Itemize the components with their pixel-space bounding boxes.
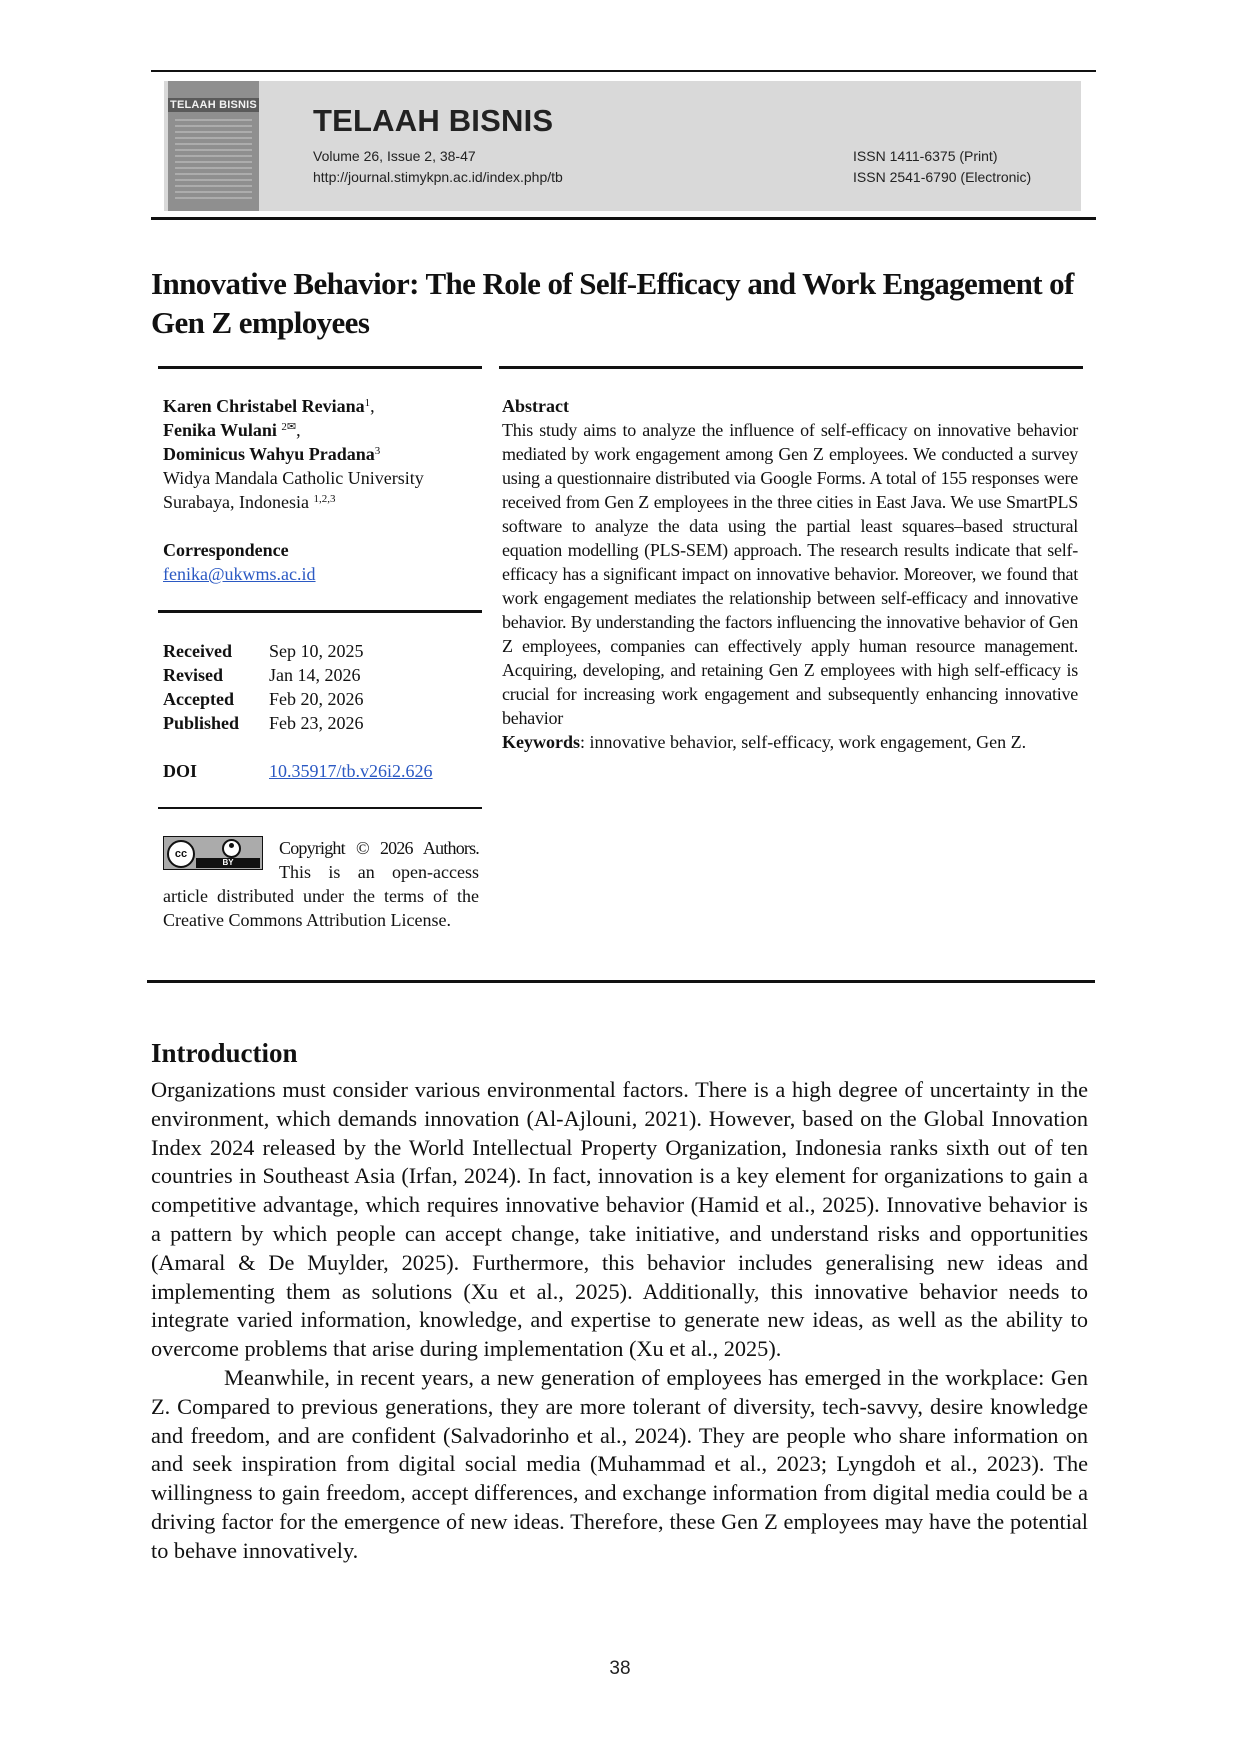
paper-title: Innovative Behavior: The Role of Self-Ef… — [151, 266, 1074, 340]
affiliation-line-2: Surabaya, Indonesia 1,2,3 — [163, 492, 336, 512]
author-2: Fenika Wulani 2✉, — [163, 420, 301, 440]
copyright-notice: Copyright © 2026 Authors. — [279, 838, 480, 858]
journal-name: TELAAH BISNIS — [313, 103, 554, 138]
cc-by-license-badge[interactable]: cc BY — [163, 836, 263, 870]
author-1-name: Karen Christabel Reviana — [163, 396, 365, 416]
cover-text-lines — [175, 119, 252, 203]
author-3-name: Dominicus Wahyu Pradana — [163, 444, 375, 464]
header-bottom-rule — [151, 217, 1096, 220]
author-3-sup: 3 — [374, 445, 381, 457]
abstract-heading: Abstract — [502, 396, 569, 416]
keywords-label: Keywords — [502, 732, 580, 752]
correspondence-label: Correspondence — [163, 540, 289, 560]
cc-icon: cc — [167, 840, 195, 868]
introduction-paragraph-2: Meanwhile, in recent years, a new genera… — [151, 1364, 1088, 1563]
journal-url[interactable]: http://journal.stimykpn.ac.id/index.php/… — [313, 169, 563, 185]
author-1: Karen Christabel Reviana1, — [163, 396, 375, 416]
affiliation-sup: 1,2,3 — [313, 493, 336, 505]
introduction-body: Organizations must consider various envi… — [151, 1076, 1088, 1566]
left-column-top-rule — [158, 366, 482, 369]
doi-label: DOI — [163, 761, 198, 781]
left-column-mid-rule — [158, 610, 482, 613]
attribution-person-icon — [222, 839, 241, 858]
header-top-rule — [151, 70, 1096, 72]
affiliation-line-1: Widya Mandala Catholic University — [163, 468, 424, 488]
abstract-section: Abstract This study aims to analyze the … — [502, 394, 1078, 754]
author-3: Dominicus Wahyu Pradana3 — [163, 442, 380, 466]
author-2-sup: 2✉ — [281, 421, 297, 433]
author-2-name: Fenika Wulani — [163, 420, 277, 440]
cover-title: TELAAH BISNIS — [168, 98, 259, 112]
page-number: 38 — [609, 1658, 631, 1679]
doi-row: DOI 10.35917/tb.v26i2.626 — [163, 759, 433, 783]
author-1-sup: 1 — [364, 397, 371, 409]
doi-link[interactable]: 10.35917/tb.v26i2.626 — [269, 761, 433, 781]
header-band — [164, 81, 1081, 211]
left-column-license-rule — [158, 807, 482, 809]
introduction-heading: Introduction — [151, 1038, 298, 1068]
front-matter-bottom-rule — [147, 980, 1095, 983]
journal-cover-thumbnail: TELAAH BISNIS — [168, 81, 259, 211]
issn-electronic: ISSN 2541-6790 (Electronic) — [853, 169, 1032, 185]
issn-print: ISSN 1411-6375 (Print) — [853, 148, 998, 164]
license-text-block: Copyright © 2026 Authors. This is an ope… — [163, 836, 480, 932]
introduction-paragraph-1: Organizations must consider various envi… — [151, 1077, 1088, 1362]
by-label: BY — [196, 858, 260, 868]
keywords: Keywords: innovative behavior, self-effi… — [502, 730, 1078, 754]
journal-volume: Volume 26, Issue 2, 38-47 — [313, 148, 476, 164]
correspondence-email-link[interactable]: fenika@ukwms.ac.id — [163, 564, 316, 584]
keywords-list: : innovative behavior, self-efficacy, wo… — [580, 732, 1027, 752]
abstract-top-rule — [499, 366, 1083, 369]
abstract-text: This study aims to analyze the influence… — [502, 420, 1078, 728]
license-text: This is an open-access article distribut… — [163, 862, 479, 930]
